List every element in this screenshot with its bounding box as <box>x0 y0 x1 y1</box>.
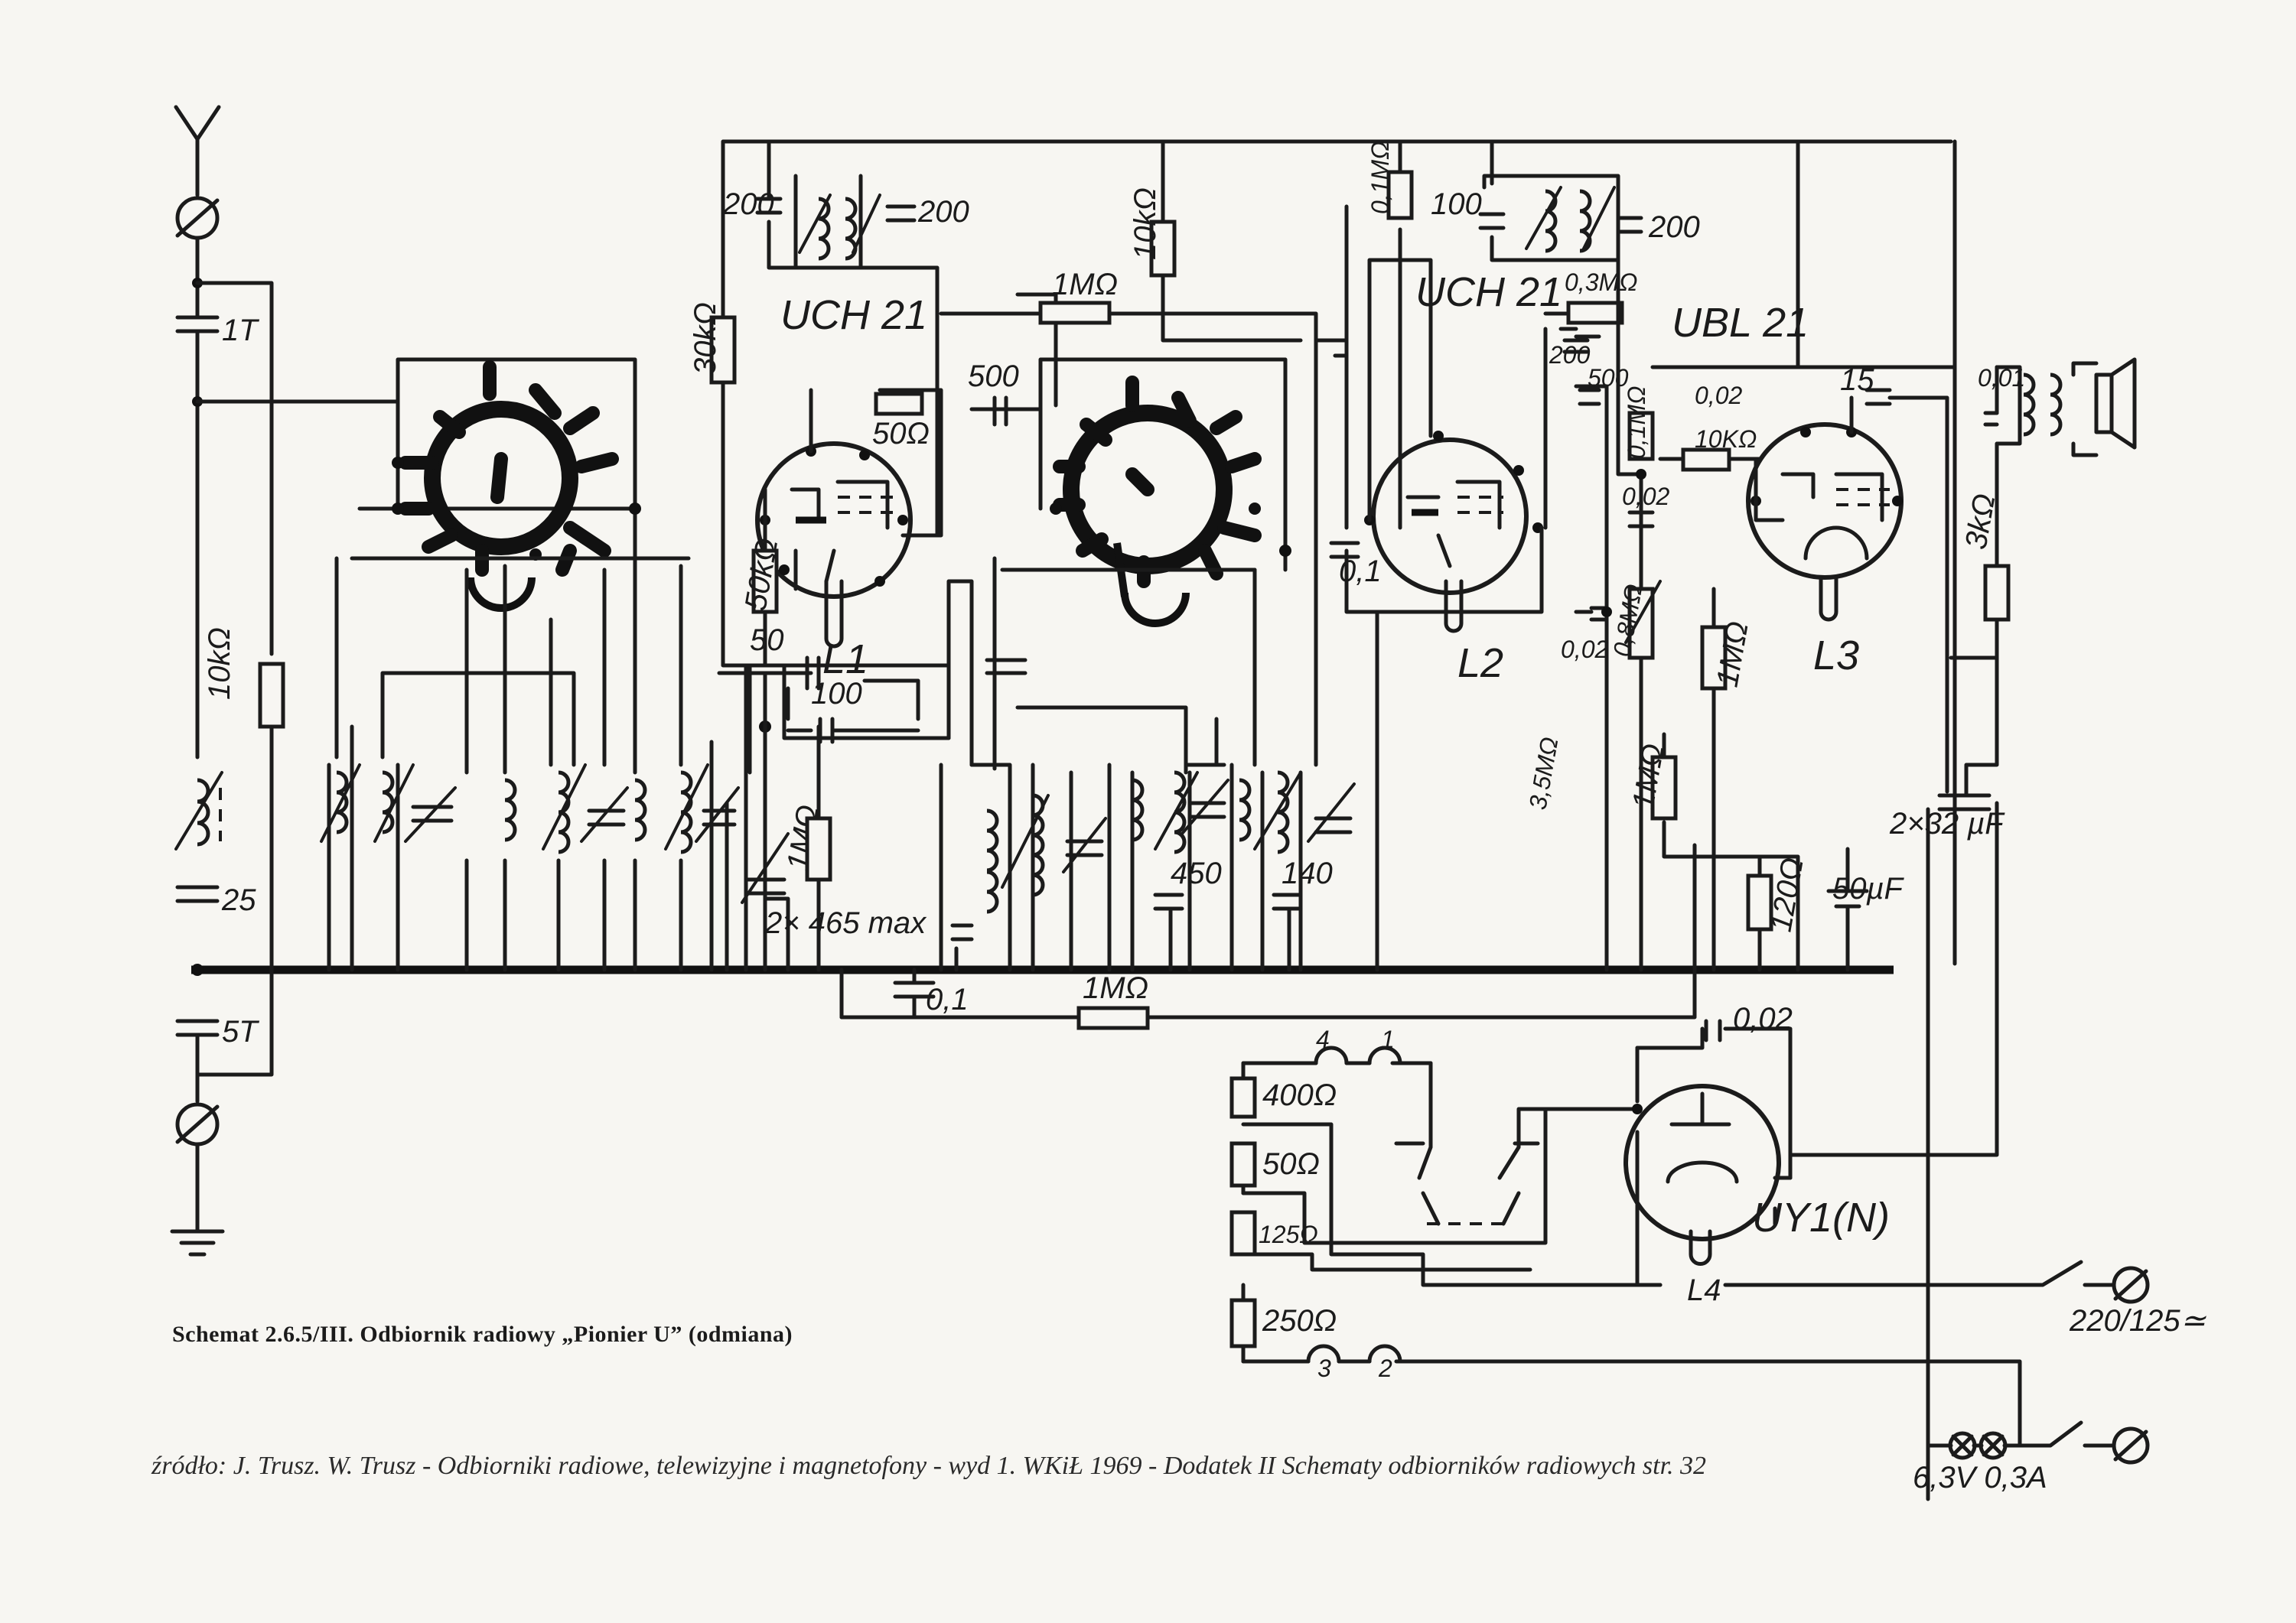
tube-ubl21-label: UBL 21 <box>1672 300 1809 346</box>
bulb-label: 6,3V 0,3A <box>1913 1461 2047 1495</box>
c-100-right-label: 100 <box>1431 187 1482 221</box>
antenna-section <box>170 105 400 1257</box>
c-002-b-label: 0,02 <box>1622 483 1669 510</box>
c-500-label: 500 <box>968 359 1019 393</box>
r-01m-top-label: 0,1MΩ <box>1366 141 1394 214</box>
rf-coil-bank <box>320 556 790 972</box>
r-400-label: 400Ω <box>1262 1078 1337 1112</box>
r-50-heat-label: 50Ω <box>1262 1147 1320 1181</box>
r-30k-label: 30kΩ <box>689 302 722 375</box>
c-50uf-label: 50µF <box>1832 872 1905 906</box>
c-002-a-label: 0,02 <box>1695 382 1742 409</box>
diagram-caption: Schemat 2.6.5/III. Odbiornik radiowy „Pi… <box>172 1322 793 1347</box>
c-002-uy1-label: 0,02 <box>1733 1002 1793 1036</box>
terminal-2-label: 2 <box>1378 1355 1392 1382</box>
c-100-mid-label: 100 <box>811 677 862 711</box>
c-2x32-label: 2×32 µF <box>1889 807 2005 841</box>
c-50-label: 50 <box>750 623 784 657</box>
c-2x465-label: 2× 465 max <box>764 906 927 940</box>
c-01-mid-label: 0,1 <box>1339 555 1382 588</box>
c-1t-label: 1T <box>222 314 259 347</box>
r-1m-top-label: 1MΩ <box>1052 268 1118 301</box>
tube-uch21-a <box>755 441 913 649</box>
r-35m-label: 3,5MΩ <box>1523 735 1563 812</box>
heater-chain <box>1229 1046 1663 1364</box>
c-200-right-label: 200 <box>1648 210 1700 244</box>
source-citation: źródło: J. Trusz. W. Trusz - Odbiorniki … <box>151 1452 1707 1480</box>
r-1m-bottom <box>839 843 1697 1030</box>
tube-uy1 <box>1623 801 1999 1287</box>
c-200-small-label: 200 <box>1549 341 1591 369</box>
r-01m-label: 0,1MΩ <box>1623 386 1650 459</box>
r-10k-ubl-label: 10KΩ <box>1695 425 1757 453</box>
r-10k-mid-label: 10kΩ <box>1128 187 1162 260</box>
tube-uy1-label: UY1(N) <box>1752 1195 1890 1241</box>
wave-switch-1 <box>357 357 641 629</box>
wave-switch-2 <box>1038 357 1291 627</box>
r-03m-label: 0,3MΩ <box>1565 268 1637 296</box>
terminal-1-label: 1 <box>1381 1026 1395 1053</box>
r-10k-left-label: 10kΩ <box>203 627 236 700</box>
c-25-label: 25 <box>221 883 256 917</box>
r-125-label: 125Ω <box>1259 1221 1318 1248</box>
tube-ubl21 <box>1746 422 1904 622</box>
c-001-label: 0,01 <box>1978 364 2025 392</box>
r-250-label: 250Ω <box>1262 1304 1337 1338</box>
c-140-label: 140 <box>1282 857 1333 890</box>
c-200-b-label: 200 <box>917 195 969 229</box>
ubl21-network <box>1650 139 2137 1501</box>
r-120-label: 120Ω <box>1764 855 1810 934</box>
r-1m-bottom-label: 1MΩ <box>1083 971 1148 1005</box>
tube-l3-label: L3 <box>1813 633 1859 678</box>
c-450-label: 450 <box>1171 857 1222 890</box>
tube-l2-label: L2 <box>1457 640 1503 686</box>
c-002-c-label: 0,02 <box>1561 636 1608 663</box>
tube-l1-label: L1 <box>822 636 868 682</box>
c-01-bottom-label: 0,1 <box>926 983 969 1016</box>
terminal-4-label: 4 <box>1316 1026 1330 1053</box>
tube-l4-label: L4 <box>1687 1273 1721 1307</box>
c-200-a-label: 200 <box>722 187 774 221</box>
r-50-label: 50Ω <box>872 417 930 450</box>
mains-input <box>1421 1260 2150 1465</box>
mains-label: 220/125≃ <box>2069 1304 2207 1338</box>
c-15-label: 15 <box>1840 363 1874 397</box>
c-500-small-label: 500 <box>1588 364 1629 392</box>
terminal-3-label: 3 <box>1317 1355 1331 1382</box>
osc-coil-bank <box>839 338 1356 1020</box>
tube-uch21-b <box>1364 431 1543 633</box>
tube-uch21-b-label: UCH 21 <box>1415 269 1562 315</box>
uch21-b-network <box>1314 139 1662 972</box>
uch21-a-network <box>709 139 1953 972</box>
c-5t-label: 5T <box>222 1015 259 1049</box>
tube-uch21-a-label: UCH 21 <box>780 292 927 338</box>
input-coil <box>174 771 223 851</box>
